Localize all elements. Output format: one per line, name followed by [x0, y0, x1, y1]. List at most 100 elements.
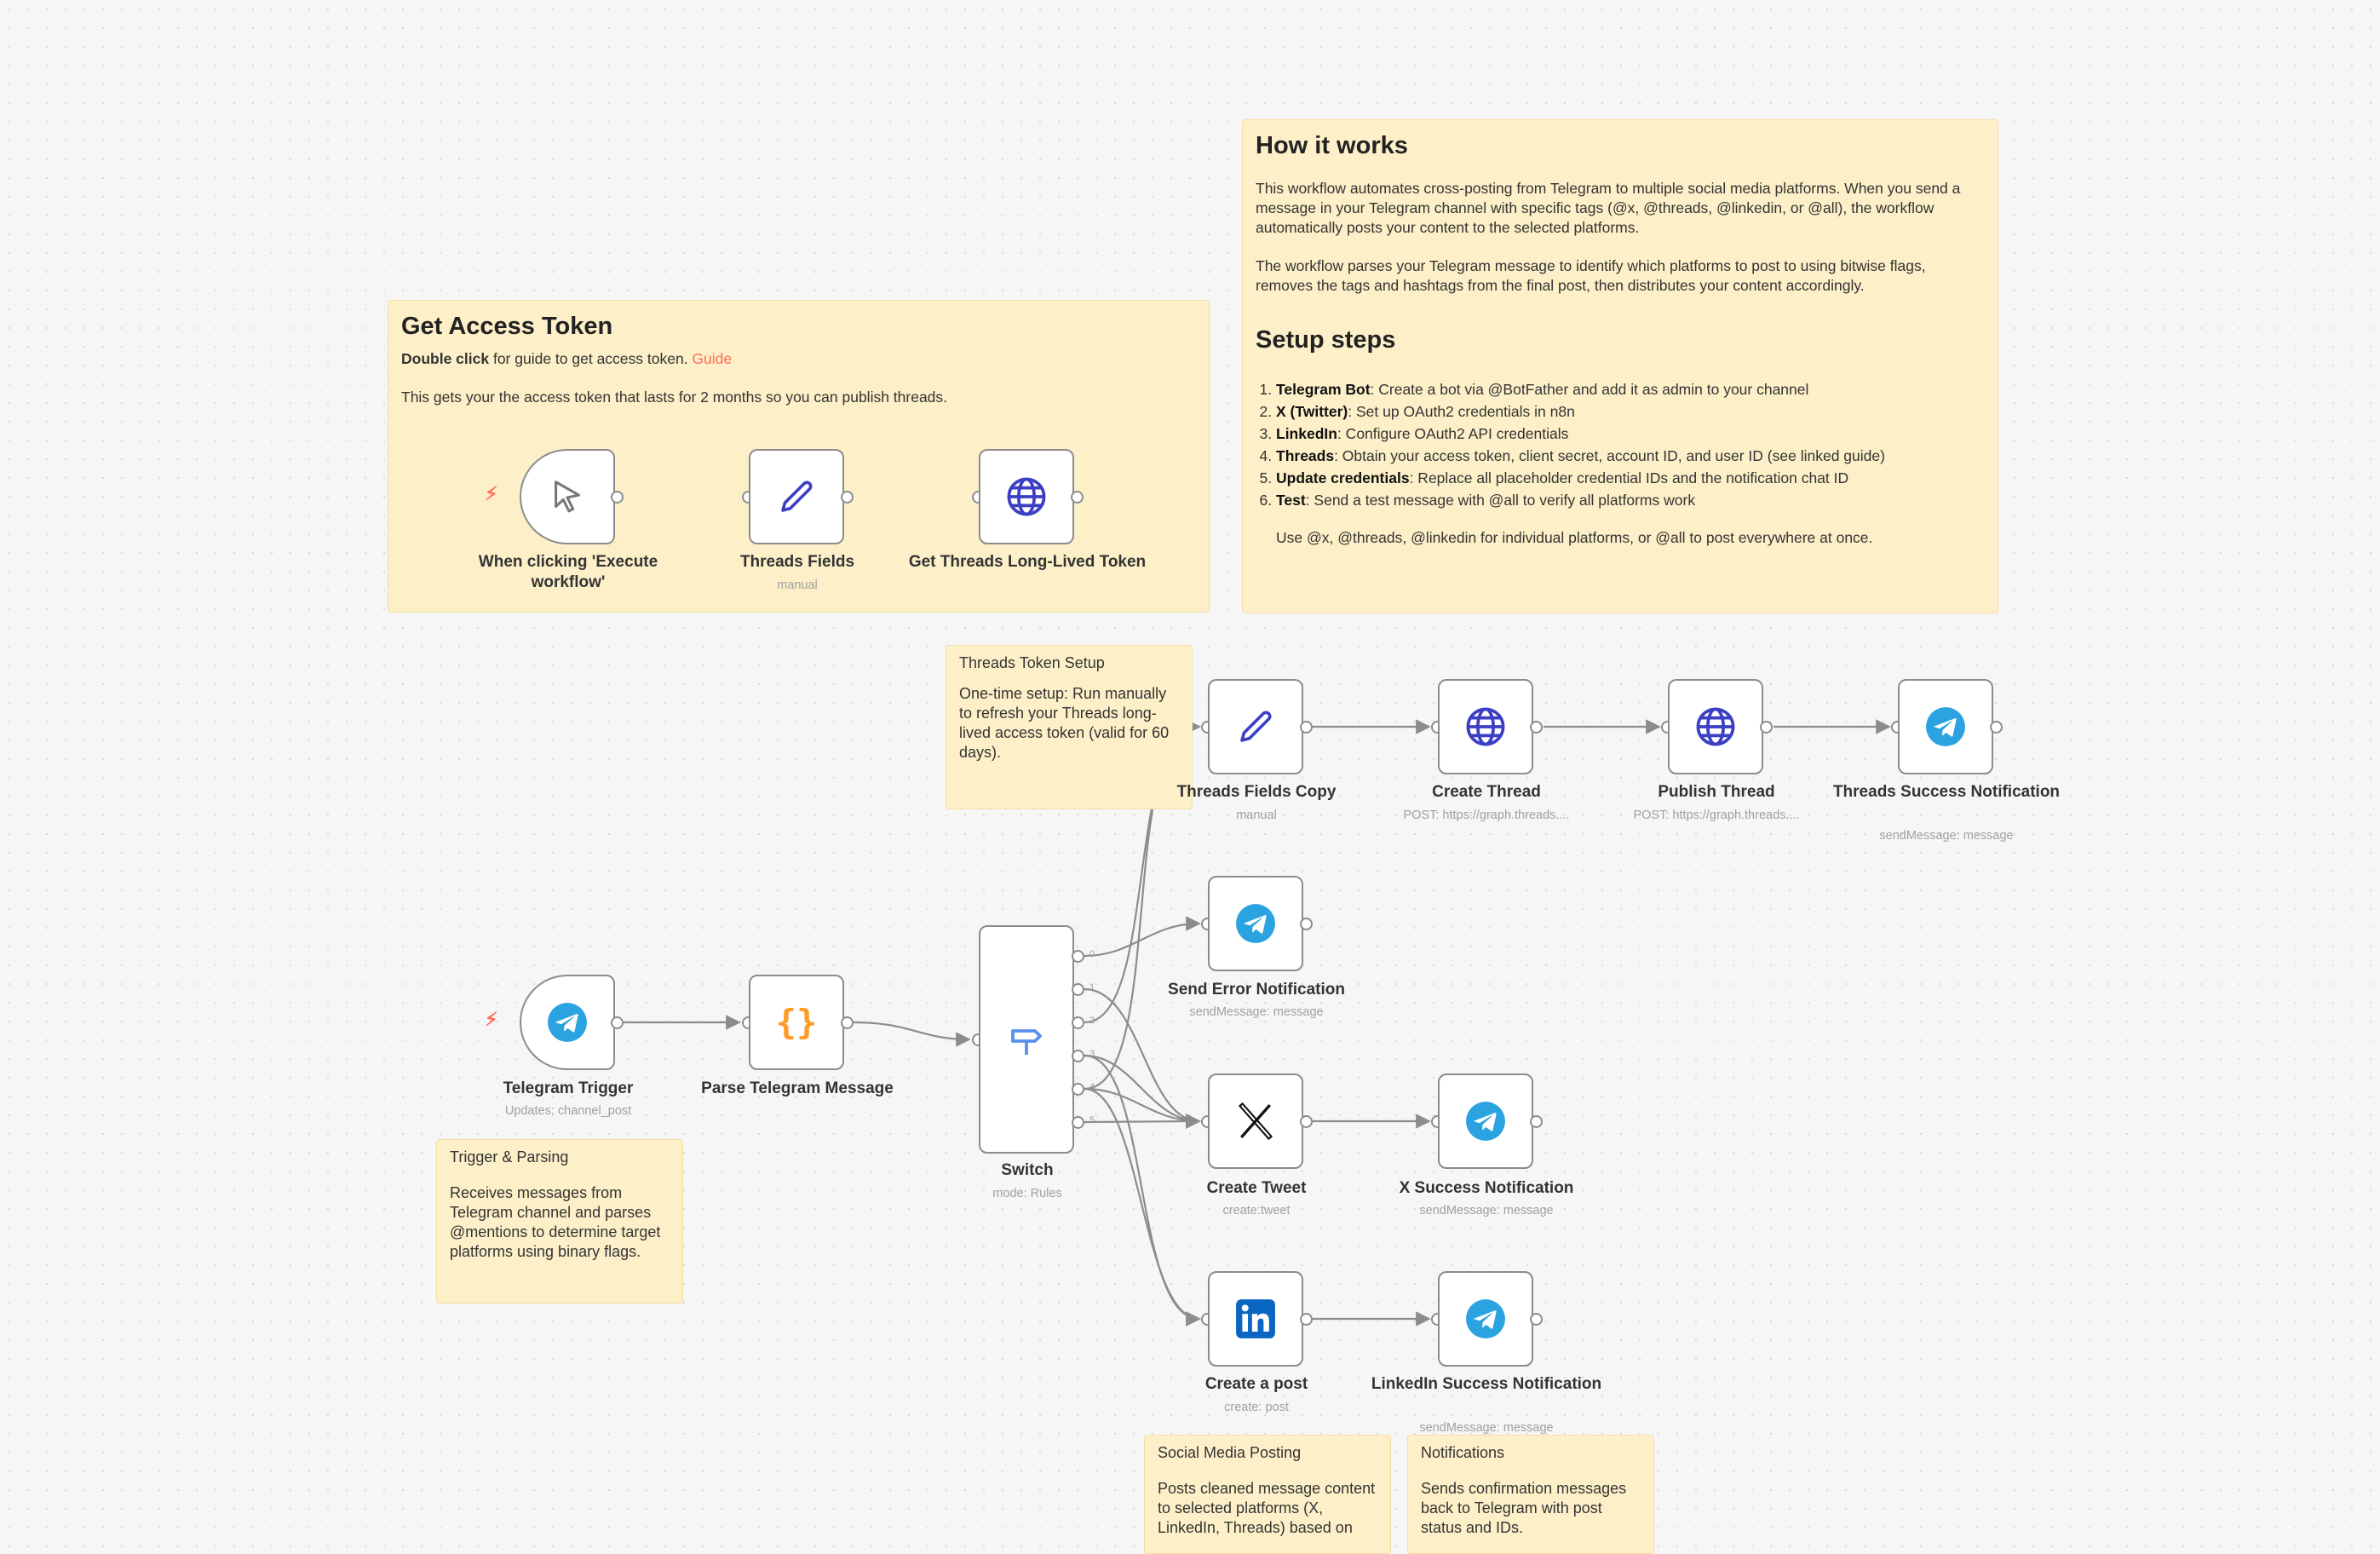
trigger-bolt-icon: ⚡︎: [485, 1009, 498, 1030]
access-token-line1: Double click for guide to get access tok…: [401, 350, 733, 367]
access-token-title: Get Access Token: [401, 313, 613, 340]
output-handle[interactable]: [1300, 721, 1313, 734]
sticky-how-it-works[interactable]: How it works This workflow automates cro…: [1242, 119, 1998, 613]
output-handle[interactable]: [611, 1016, 624, 1029]
label-telegram-trigger: Telegram Trigger: [503, 1079, 634, 1097]
svg-text:{}: {}: [776, 1002, 818, 1043]
globe-icon: [1007, 477, 1046, 516]
node-threads-fields-copy[interactable]: [1208, 679, 1303, 774]
output-handle[interactable]: [611, 491, 624, 504]
label-publish-thread: Publish Thread: [1658, 783, 1775, 801]
threads-token-setup-title: Threads Token Setup: [959, 654, 1105, 671]
switch-output-5[interactable]: [1072, 1116, 1084, 1129]
cursor-icon: [555, 481, 580, 513]
node-create-tweet[interactable]: [1208, 1073, 1303, 1169]
node-x-success-notification[interactable]: [1438, 1073, 1533, 1169]
setup-step: Telegram Bot: Create a bot via @BotFathe…: [1276, 378, 1985, 400]
output-handle[interactable]: [1760, 721, 1773, 734]
sticky-threads-token-setup[interactable]: Threads Token Setup One-time setup: Run …: [946, 645, 1193, 809]
output-handle[interactable]: [1990, 721, 2003, 734]
node-threads-success-notification[interactable]: [1898, 679, 1993, 774]
output-handle[interactable]: [841, 491, 854, 504]
how-it-works-para1: This workflow automates cross-posting fr…: [1256, 180, 1961, 236]
output-handle[interactable]: [1530, 721, 1543, 734]
label-x-success-notification: X Success Notification: [1399, 1179, 1574, 1197]
threads-token-setup-body: One-time setup: Run manually to refresh …: [959, 685, 1170, 761]
sub-send-error-notification: sendMessage: message: [1189, 1005, 1324, 1019]
how-it-works-para2: The workflow parses your Telegram messag…: [1256, 257, 1926, 294]
node-manual-trigger[interactable]: [520, 449, 615, 544]
label-create-thread: Create Thread: [1432, 783, 1541, 801]
switch-output-label: 0: [1089, 949, 1095, 959]
output-handle[interactable]: [1071, 491, 1084, 504]
label-manual-trigger: When clicking 'Execute workflow': [478, 553, 658, 591]
output-handle[interactable]: [841, 1016, 854, 1029]
label-threads-fields-copy: Threads Fields Copy: [1176, 783, 1337, 801]
social-posting-body: Posts cleaned message content to selecte…: [1158, 1480, 1376, 1536]
sub-threads-success-notification: sendMessage: message: [1879, 829, 2014, 843]
sub-create-a-post: create: post: [1224, 1401, 1289, 1414]
switch-output-2[interactable]: [1072, 1016, 1084, 1029]
node-create-thread[interactable]: [1438, 679, 1533, 774]
switch-output-4[interactable]: [1072, 1083, 1084, 1096]
telegram-icon: [1236, 904, 1275, 943]
sub-telegram-trigger: Updates: channel_post: [504, 1104, 632, 1118]
switch-output-0[interactable]: [1072, 950, 1084, 963]
globe-icon: [1696, 707, 1735, 746]
telegram-icon: [1466, 1299, 1505, 1338]
node-threads-fields[interactable]: [749, 449, 844, 544]
setup-step: Test: Send a test message with @all to v…: [1276, 489, 1985, 511]
output-handle[interactable]: [1530, 1115, 1543, 1128]
switch-output-1[interactable]: [1072, 983, 1084, 996]
output-handle[interactable]: [1300, 1313, 1313, 1326]
node-linkedin-success-notification[interactable]: [1438, 1271, 1533, 1367]
sub-x-success-notification: sendMessage: message: [1419, 1204, 1554, 1217]
edge-switch-3-tweet: [1084, 1054, 1201, 1129]
node-send-error-notification[interactable]: [1208, 876, 1303, 971]
switch-output-3[interactable]: [1072, 1050, 1084, 1062]
edge-switch-5-tweet: [1084, 1114, 1201, 1129]
telegram-icon: [548, 1003, 587, 1042]
label-create-tweet: Create Tweet: [1206, 1179, 1307, 1197]
sub-switch: mode: Rules: [992, 1187, 1062, 1200]
label-get-long-lived-token: Get Threads Long-Lived Token: [908, 553, 1147, 571]
edge-switch-4-linkedin: [1084, 1087, 1201, 1327]
pencil-icon: [1240, 711, 1272, 742]
setup-step: X (Twitter): Set up OAuth2 credentials i…: [1276, 400, 1985, 423]
label-parse-telegram-message: Parse Telegram Message: [701, 1079, 894, 1097]
globe-icon: [1466, 707, 1505, 746]
edge-switch-0-error: [1084, 916, 1201, 958]
sub-threads-fields: manual: [777, 578, 818, 592]
edge-parse-to-switch: [853, 1021, 971, 1047]
code-braces-icon: {}: [776, 1002, 818, 1043]
telegram-icon: [1466, 1102, 1505, 1141]
output-handle[interactable]: [1300, 918, 1313, 930]
label-linkedin-success-notification: LinkedIn Success Notification: [1371, 1375, 1602, 1393]
how-it-works-footer: Use @x, @threads, @linkedin for individu…: [1276, 529, 1873, 546]
output-handle[interactable]: [1530, 1313, 1543, 1326]
how-it-works-title: How it works: [1256, 132, 1408, 159]
setup-step: LinkedIn: Configure OAuth2 API credentia…: [1276, 423, 1985, 445]
setup-step: Update credentials: Replace all placehol…: [1276, 467, 1985, 489]
sub-create-thread: POST: https://graph.threads....: [1403, 809, 1570, 822]
node-parse-telegram-message[interactable]: {}: [749, 975, 844, 1070]
linkedin-icon: [1236, 1299, 1275, 1338]
node-create-a-post[interactable]: [1208, 1271, 1303, 1367]
sticky-social-media-posting[interactable]: Social Media Posting Posts cleaned messa…: [1144, 1435, 1391, 1554]
node-telegram-trigger[interactable]: [520, 975, 615, 1070]
sticky-notifications[interactable]: Notifications Sends confirmation message…: [1407, 1435, 1654, 1554]
edge-switch-4-tweet: [1084, 1087, 1201, 1129]
sub-threads-fields-copy: manual: [1236, 809, 1277, 822]
pencil-icon: [781, 481, 813, 512]
node-get-long-lived-token[interactable]: [979, 449, 1074, 544]
sticky-trigger-parsing[interactable]: Trigger & Parsing Receives messages from…: [436, 1139, 683, 1304]
guide-link[interactable]: Guide: [692, 350, 733, 367]
node-switch[interactable]: [979, 925, 1074, 1154]
label-send-error-notification: Send Error Notification: [1168, 981, 1345, 999]
output-handle[interactable]: [1300, 1115, 1313, 1128]
node-publish-thread[interactable]: [1668, 679, 1763, 774]
switch-output-label: 2: [1089, 1016, 1095, 1026]
telegram-icon: [1926, 707, 1965, 746]
trigger-bolt-icon: ⚡︎: [485, 483, 498, 504]
access-token-line2: This gets your the access token that las…: [401, 388, 948, 406]
